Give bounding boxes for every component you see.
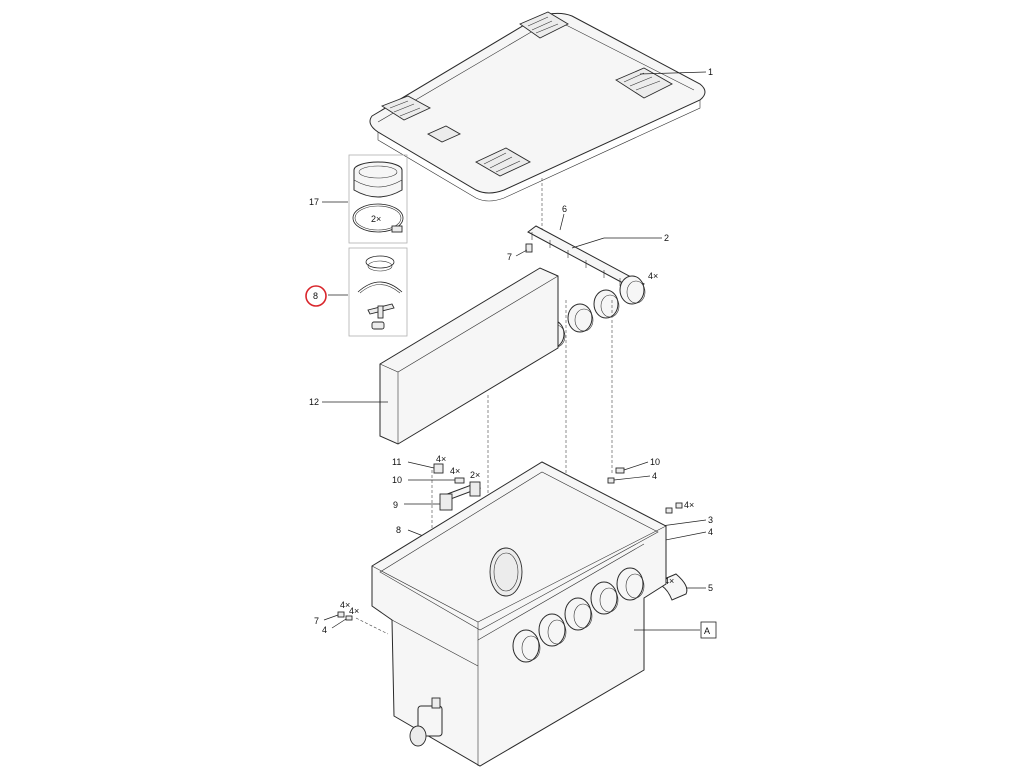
callout-4x-11: 4× [436,454,446,464]
callout-3: 3 [708,515,713,525]
hose-elbow-5 [661,573,688,601]
callout-10-right: 10 [650,457,660,467]
callout-4-left: 4 [322,625,327,635]
callout-2x-9: 2× [470,470,480,480]
callout-4x-left-a: 4× [340,600,350,610]
callout-4x-10: 4× [450,466,460,476]
outlet-connector-row-housing [512,567,645,663]
bracket-11 [433,463,444,474]
callout-1: 1 [708,67,713,77]
nipple-fitting [371,321,385,330]
distributor-manifold [527,225,645,291]
callout-4x-left-b: 4× [349,606,359,616]
callout-6: 6 [562,204,567,214]
drain-valve [409,697,443,747]
lid-grip-right [615,67,673,99]
filter-foam-block [379,267,559,445]
callout-4x-5: 4× [664,576,674,586]
callout-7-top: 7 [507,252,512,262]
lid-grip-bottom [475,147,531,177]
callout-2x-kit: 2× [371,214,381,224]
callout-11: 11 [392,457,401,467]
callout-12: 12 [309,397,319,407]
callout-8-lower: 8 [396,525,401,535]
callout-7-left: 7 [314,616,319,626]
callout-A: A [704,626,710,636]
callout-8-kit: 8 [313,291,318,301]
callout-4-right-a: 4 [652,471,657,481]
screw-washer-left [337,611,353,621]
screw-7-top [525,243,533,253]
callout-5: 5 [708,583,713,593]
screw-10-left [454,477,465,484]
callout-4x-top: 4× [648,271,658,281]
pipe-holder-9 [439,481,482,511]
tee-connector [367,303,395,319]
washer-screw-pair [665,502,683,514]
hose-bend [357,281,403,293]
hose-clamp [352,203,404,233]
filter-housing [371,461,667,767]
lid-grip-top [519,11,569,39]
hose-ring [353,161,403,198]
housing-inlet-opening [489,547,523,597]
callout-9: 9 [393,500,398,510]
lid-part [369,11,706,202]
kit-box-8 [348,247,408,337]
lid-label-recess [427,125,461,143]
screw-10-right [607,467,625,484]
callout-4x-right: 4× [684,500,694,510]
spring-clip [365,255,395,272]
callout-4-right-b: 4 [708,527,713,537]
callout-A-box [700,621,717,639]
callout-10-left: 10 [392,475,402,485]
callout-8-highlight-ring [305,285,327,307]
kit-box-17 [348,154,408,244]
lid-grip-left [381,95,432,121]
callout-2: 2 [664,233,669,243]
callout-17: 17 [309,197,319,207]
